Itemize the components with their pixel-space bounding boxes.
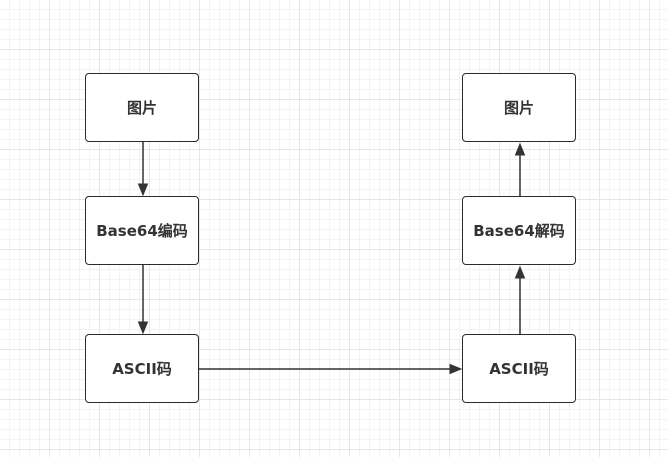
node-label: Base64解码 — [473, 222, 565, 240]
node-image-source[interactable]: 图片 — [85, 73, 199, 142]
node-label: 图片 — [126, 99, 157, 117]
node-label: ASCII码 — [112, 360, 172, 378]
node-image-result[interactable]: 图片 — [462, 73, 576, 142]
arrowhead-down-icon — [137, 321, 149, 335]
arrowhead-up-icon — [514, 142, 526, 156]
node-label: ASCII码 — [489, 360, 549, 378]
arrowhead-up-icon — [514, 265, 526, 279]
node-label: Base64编码 — [96, 222, 188, 240]
node-ascii-right[interactable]: ASCII码 — [462, 334, 576, 403]
node-base64-encode[interactable]: Base64编码 — [85, 196, 199, 265]
node-label: 图片 — [503, 99, 534, 117]
node-base64-decode[interactable]: Base64解码 — [462, 196, 576, 265]
arrowhead-down-icon — [137, 183, 149, 197]
arrowhead-right-icon — [449, 363, 463, 375]
node-ascii-left[interactable]: ASCII码 — [85, 334, 199, 403]
